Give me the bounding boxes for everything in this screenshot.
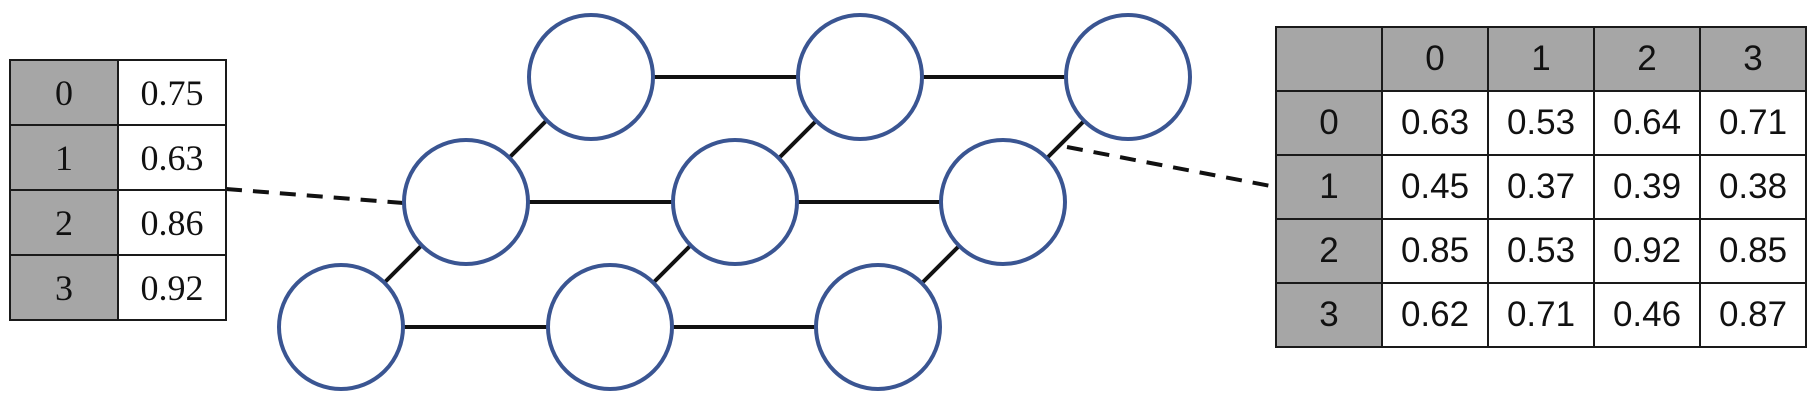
- node-feature-table: 0 0.75 1 0.63 2 0.86 3 0.92: [9, 59, 227, 321]
- value-cell: 0.45: [1381, 154, 1489, 220]
- column-header: 0: [1381, 26, 1489, 92]
- edge: [650, 240, 696, 286]
- value-cell: 0.64: [1593, 90, 1701, 156]
- table-row: 2 0.85 0.53 0.92 0.85: [1275, 218, 1807, 284]
- node-bottom-right: [814, 263, 942, 391]
- matrix-table: 0 1 2 3 0 0.63 0.53 0.64 0.71 1 0.45 0.3…: [1275, 26, 1807, 348]
- row-index-cell: 0: [1275, 90, 1383, 156]
- table-row: 0 0.63 0.53 0.64 0.71: [1275, 90, 1807, 156]
- edge: [776, 115, 822, 161]
- value-cell: 0.46: [1593, 282, 1701, 348]
- node-middle-left: [402, 138, 530, 266]
- table-row: 3 0.62 0.71 0.46 0.87: [1275, 282, 1807, 348]
- row-index-cell: 0: [9, 59, 119, 126]
- column-header: 1: [1487, 26, 1595, 92]
- node-bottom-middle: [546, 263, 674, 391]
- table-row: 3 0.92: [9, 254, 227, 321]
- node-middle-middle: [671, 138, 799, 266]
- value-cell: 0.85: [1699, 218, 1807, 284]
- value-cell: 0.86: [117, 189, 227, 256]
- node-top-right: [1064, 13, 1192, 141]
- node-top-left: [527, 13, 655, 141]
- row-index-cell: 1: [1275, 154, 1383, 220]
- value-cell: 0.92: [1593, 218, 1701, 284]
- row-index-cell: 3: [1275, 282, 1383, 348]
- row-index-cell: 2: [9, 189, 119, 256]
- node-top-middle: [796, 13, 924, 141]
- row-index-cell: 3: [9, 254, 119, 321]
- value-cell: 0.38: [1699, 154, 1807, 220]
- table-row: 0 0.75: [9, 59, 227, 126]
- corner-cell: [1275, 26, 1383, 92]
- right-connector: [1066, 145, 1277, 189]
- value-cell: 0.53: [1487, 218, 1595, 284]
- node-bottom-left: [277, 263, 405, 391]
- node-middle-right: [939, 138, 1067, 266]
- value-cell: 0.87: [1699, 282, 1807, 348]
- column-header: 3: [1699, 26, 1807, 92]
- value-cell: 0.53: [1487, 90, 1595, 156]
- value-cell: 0.75: [117, 59, 227, 126]
- left-connector: [225, 187, 405, 205]
- value-cell: 0.71: [1487, 282, 1595, 348]
- value-cell: 0.62: [1381, 282, 1489, 348]
- edge: [381, 240, 427, 286]
- table-row: 1 0.45 0.37 0.39 0.38: [1275, 154, 1807, 220]
- edge: [506, 115, 552, 161]
- row-index-cell: 1: [9, 124, 119, 191]
- value-cell: 0.39: [1593, 154, 1701, 220]
- edge: [919, 240, 965, 286]
- value-cell: 0.63: [1381, 90, 1489, 156]
- table-header-row: 0 1 2 3: [1275, 26, 1807, 92]
- value-cell: 0.85: [1381, 218, 1489, 284]
- value-cell: 0.37: [1487, 154, 1595, 220]
- table-row: 1 0.63: [9, 124, 227, 191]
- row-index-cell: 2: [1275, 218, 1383, 284]
- value-cell: 0.92: [117, 254, 227, 321]
- edge: [1044, 115, 1090, 161]
- value-cell: 0.63: [117, 124, 227, 191]
- column-header: 2: [1593, 26, 1701, 92]
- value-cell: 0.71: [1699, 90, 1807, 156]
- table-row: 2 0.86: [9, 189, 227, 256]
